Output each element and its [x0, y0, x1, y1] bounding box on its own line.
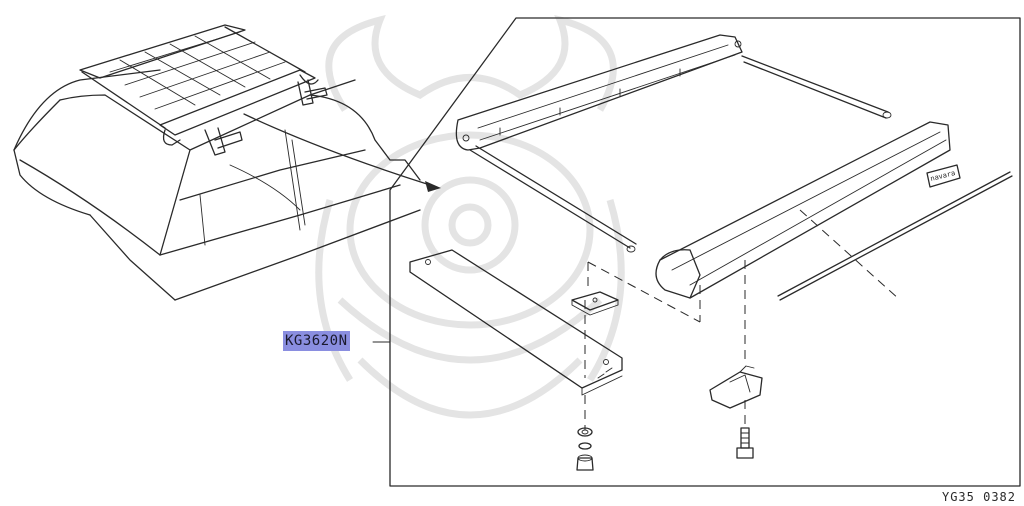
part-number-callout[interactable]: KG3620N: [283, 331, 350, 351]
pointer-arrow: [243, 113, 431, 186]
car-with-roof-rack: [13, 24, 421, 301]
figure-code: YG35 0382: [941, 490, 1016, 504]
arrow-head: [425, 181, 441, 192]
samurai-helmet-watermark-icon: [315, 14, 625, 419]
exploded-parts: navara: [409, 34, 1013, 471]
detail-frame: [389, 17, 1021, 487]
